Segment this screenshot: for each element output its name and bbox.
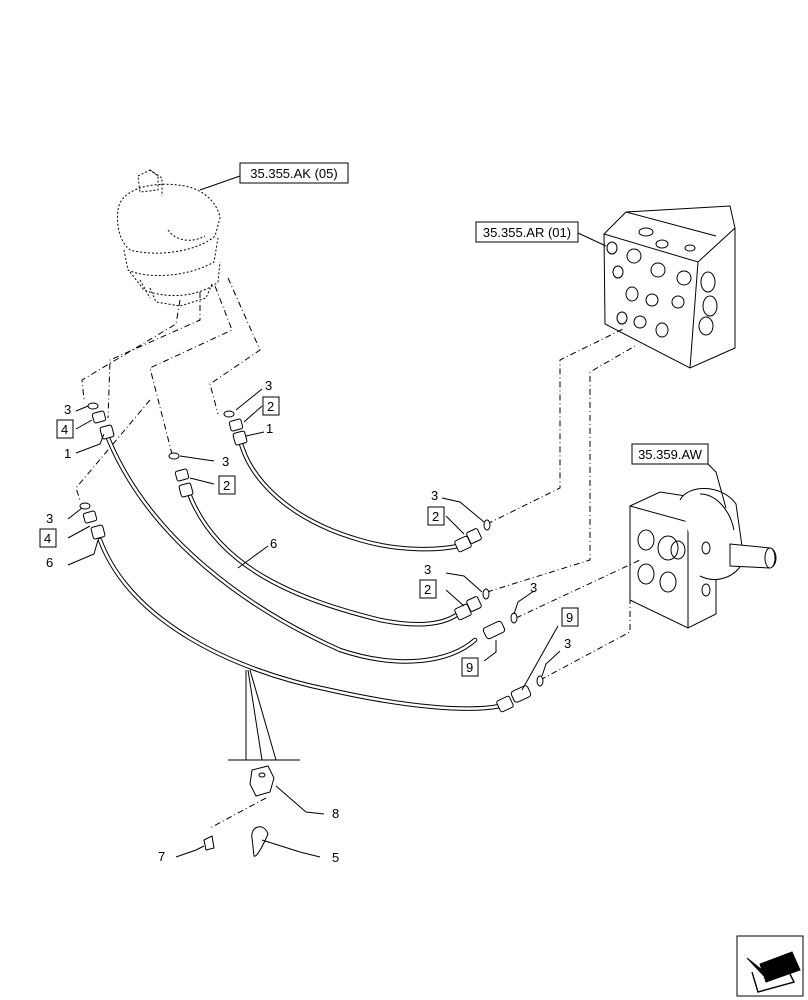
callout-3-b: 3 [46,511,53,526]
leader-lines [67,175,727,858]
callout-4-a: 4 [61,422,68,437]
callout-2-a: 2 [223,478,230,493]
callout-2-c: 2 [432,509,439,524]
callout-4-b: 4 [44,531,51,546]
callout-2-b: 2 [267,399,274,414]
callout-2-d: 2 [424,582,431,597]
callout-3-a: 3 [64,402,71,417]
callout-7: 7 [158,849,165,864]
reference-valve-block[interactable]: 35.355.AR (01) [475,221,579,243]
callout-1-b: 1 [266,421,273,436]
joystick-assembly [117,169,221,307]
callout-1-a: 1 [64,446,71,461]
reference-joystick-label: 35.355.AK (05) [250,166,337,181]
reference-joystick[interactable]: 35.355.AK (05) [239,162,349,184]
callout-3-f: 3 [424,562,431,577]
callout-6-a: 6 [46,555,53,570]
callout-3-e: 3 [431,488,438,503]
callout-5: 5 [332,850,339,865]
callout-3-g: 3 [530,580,537,595]
fittings [79,402,544,713]
callout-3-d: 3 [265,378,272,393]
callout-6-b: 6 [270,536,277,551]
callout-3-c: 3 [222,454,229,469]
reference-valve-block-label: 35.355.AR (01) [483,225,571,240]
callout-labels: 3 4 1 3 4 6 3 2 3 2 1 6 3 2 3 2 3 9 9 3 … [44,378,573,865]
callout-9-a: 9 [466,660,473,675]
callout-8: 8 [332,806,339,821]
callout-3-h: 3 [564,636,571,651]
hoses [97,435,503,711]
motor-assembly [629,487,777,629]
boxed-callouts [39,396,579,677]
mounting-hardware [203,669,300,857]
reference-motor-label: 35.359.AW [638,447,703,462]
valve-block [603,205,736,369]
callout-9-b: 9 [566,610,573,625]
arrow-left-icon[interactable] [736,935,804,997]
reference-motor[interactable]: 35.359.AW [631,443,709,465]
center-lines [75,277,641,829]
